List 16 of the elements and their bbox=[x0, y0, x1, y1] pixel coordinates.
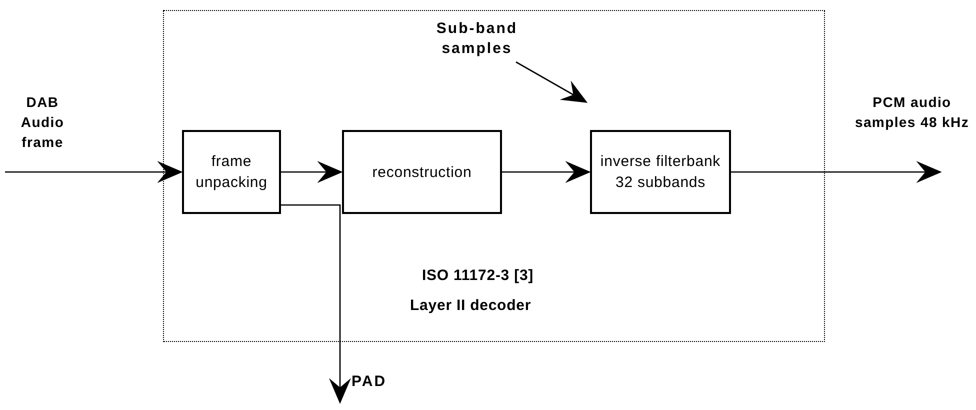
edge-label: DAB Audio frame bbox=[20, 93, 66, 152]
process-box: inverse filterbank 32 subbands bbox=[590, 130, 731, 214]
arrow bbox=[730, 161, 942, 183]
signal-label: Sub-band samples bbox=[433, 19, 521, 61]
arrow bbox=[280, 161, 343, 183]
arrow bbox=[5, 161, 183, 183]
arrow bbox=[501, 161, 591, 183]
process-box: reconstruction bbox=[342, 130, 502, 214]
decoder-label: Layer II decoder bbox=[410, 296, 532, 316]
process-box: frame unpacking bbox=[182, 130, 281, 214]
edge-label: PCM audio samples 48 kHz bbox=[854, 93, 970, 132]
decoder-boundary bbox=[163, 10, 825, 342]
leader-arrow bbox=[516, 61, 588, 103]
decoder-label: ISO 11172-3 [3] bbox=[422, 266, 534, 286]
signal-label: PAD bbox=[347, 372, 391, 394]
arrow bbox=[280, 204, 351, 404]
